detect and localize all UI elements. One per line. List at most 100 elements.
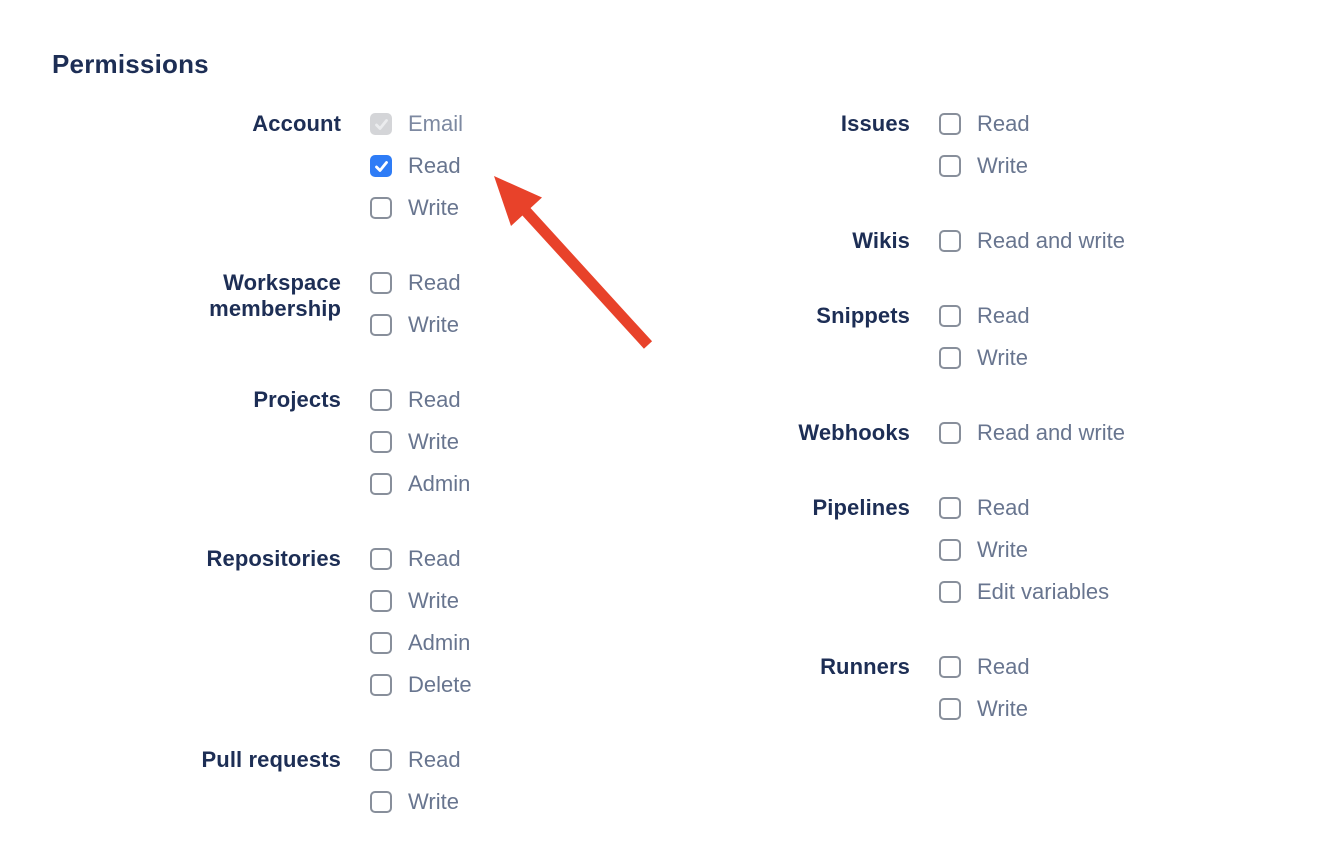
checkbox-checked[interactable] [370, 155, 392, 177]
checkbox-option-pipelines-edit-variables[interactable]: Edit variables [939, 579, 1110, 604]
checkbox-label[interactable]: Write [977, 153, 1028, 178]
checkbox-option-projects-admin[interactable]: Admin [370, 471, 471, 496]
page-title: Permissions [52, 49, 209, 79]
checkbox-option-account-read[interactable]: Read [370, 153, 463, 178]
checkbox-option-issues-write[interactable]: Write [939, 153, 1030, 178]
checkmark-icon [374, 160, 388, 172]
checkbox-option-repositories-admin[interactable]: Admin [370, 630, 472, 655]
permission-group-webhooks: Webhooks Read and write [730, 420, 1125, 464]
permission-group-label: Wikis [852, 228, 910, 253]
checkbox-unchecked[interactable] [370, 389, 392, 411]
checkbox-disabled-checked [370, 113, 392, 135]
checkbox-label[interactable]: Read [408, 546, 461, 571]
checkbox-unchecked[interactable] [370, 749, 392, 771]
checkbox-label[interactable]: Admin [408, 630, 471, 655]
checkbox-label[interactable]: Write [977, 537, 1028, 562]
checkbox-option-pull-requests-write[interactable]: Write [370, 789, 461, 814]
checkbox-label[interactable]: Read and write [977, 228, 1125, 253]
checkbox-option-pipelines-write[interactable]: Write [939, 537, 1109, 562]
checkbox-option-account-email: Email [370, 111, 464, 136]
checkbox-option-wikis-read-and-write[interactable]: Read and write [939, 228, 1125, 253]
checkbox-option-repositories-delete[interactable]: Delete [370, 672, 472, 697]
checkbox-label[interactable]: Read [408, 270, 461, 295]
permission-group-issues: Issues Read Write [730, 111, 1125, 197]
permission-group-runners: Runners Read Write [730, 654, 1125, 740]
checkbox-label[interactable]: Delete [408, 672, 472, 697]
permission-group-label: Pipelines [812, 495, 910, 520]
checkbox-label[interactable]: Write [408, 195, 459, 220]
checkbox-unchecked[interactable] [939, 422, 961, 444]
permission-group-label: Projects [253, 387, 341, 412]
checkbox-label: Email [408, 111, 464, 136]
permission-group-label: Repositories [206, 546, 341, 571]
checkbox-option-projects-write[interactable]: Write [370, 429, 470, 454]
checkbox-option-runners-read[interactable]: Read [939, 654, 1030, 679]
checkbox-label[interactable]: Write [408, 588, 459, 613]
checkbox-option-workspace-write[interactable]: Write [370, 312, 461, 337]
permission-group-label: Account [252, 111, 341, 136]
checkbox-unchecked[interactable] [939, 347, 961, 369]
checkbox-option-repositories-write[interactable]: Write [370, 588, 472, 613]
checkbox-unchecked[interactable] [370, 431, 392, 453]
permission-group-workspace-membership: Workspace membership Read Write [161, 270, 472, 356]
permission-group-label: Webhooks [798, 420, 910, 445]
permissions-column-right: Issues Read Write Wikis Read and write S… [730, 111, 1125, 773]
checkbox-label[interactable]: Write [408, 789, 459, 814]
permission-group-account: Account Email Read Write [161, 111, 472, 239]
checkbox-option-repositories-read[interactable]: Read [370, 546, 472, 571]
checkbox-label[interactable]: Read [977, 303, 1030, 328]
checkbox-unchecked[interactable] [370, 590, 392, 612]
checkbox-unchecked[interactable] [370, 473, 392, 495]
checkbox-unchecked[interactable] [370, 197, 392, 219]
checkbox-unchecked[interactable] [939, 539, 961, 561]
checkbox-unchecked[interactable] [939, 113, 961, 135]
checkbox-option-snippets-write[interactable]: Write [939, 345, 1030, 370]
permission-group-pull-requests: Pull requests Read Write [161, 747, 472, 833]
checkbox-label[interactable]: Read [977, 111, 1030, 136]
checkbox-unchecked[interactable] [939, 698, 961, 720]
checkbox-unchecked[interactable] [939, 581, 961, 603]
checkbox-unchecked[interactable] [939, 497, 961, 519]
checkmark-icon [374, 118, 388, 130]
checkbox-label[interactable]: Edit variables [977, 579, 1110, 604]
checkbox-option-pull-requests-read[interactable]: Read [370, 747, 461, 772]
checkbox-option-issues-read[interactable]: Read [939, 111, 1030, 136]
checkbox-label[interactable]: Write [977, 345, 1028, 370]
checkbox-unchecked[interactable] [370, 674, 392, 696]
checkbox-unchecked[interactable] [370, 791, 392, 813]
permission-group-label: Issues [840, 111, 910, 136]
checkbox-unchecked[interactable] [370, 548, 392, 570]
checkbox-label[interactable]: Write [977, 696, 1028, 721]
checkbox-option-account-write[interactable]: Write [370, 195, 463, 220]
checkbox-label[interactable]: Read [408, 387, 461, 412]
checkbox-option-runners-write[interactable]: Write [939, 696, 1030, 721]
checkbox-unchecked[interactable] [939, 305, 961, 327]
checkbox-label[interactable]: Write [408, 312, 459, 337]
checkbox-option-projects-read[interactable]: Read [370, 387, 470, 412]
checkbox-unchecked[interactable] [370, 314, 392, 336]
checkbox-label[interactable]: Read [408, 747, 461, 772]
permission-group-label: Snippets [816, 303, 910, 328]
checkbox-unchecked[interactable] [370, 272, 392, 294]
permission-group-label: Pull requests [201, 747, 341, 772]
permission-group-label: Runners [820, 654, 910, 679]
checkbox-label[interactable]: Read and write [977, 420, 1125, 445]
checkbox-option-pipelines-read[interactable]: Read [939, 495, 1109, 520]
checkbox-label[interactable]: Admin [408, 471, 471, 496]
checkbox-unchecked[interactable] [939, 155, 961, 177]
checkbox-label[interactable]: Write [408, 429, 459, 454]
checkbox-unchecked[interactable] [939, 656, 961, 678]
permission-group-label: Workspace membership [209, 270, 341, 321]
checkbox-label[interactable]: Read [408, 153, 461, 178]
checkbox-label[interactable]: Read [977, 654, 1030, 679]
checkbox-unchecked[interactable] [370, 632, 392, 654]
checkbox-label[interactable]: Read [977, 495, 1030, 520]
permission-group-projects: Projects Read Write Admin [161, 387, 472, 515]
checkbox-option-webhooks-read-and-write[interactable]: Read and write [939, 420, 1125, 445]
checkbox-option-workspace-read[interactable]: Read [370, 270, 461, 295]
checkbox-option-snippets-read[interactable]: Read [939, 303, 1030, 328]
permission-group-snippets: Snippets Read Write [730, 303, 1125, 389]
checkbox-unchecked[interactable] [939, 230, 961, 252]
permission-group-pipelines: Pipelines Read Write Edit variables [730, 495, 1125, 623]
permission-group-wikis: Wikis Read and write [730, 228, 1125, 272]
